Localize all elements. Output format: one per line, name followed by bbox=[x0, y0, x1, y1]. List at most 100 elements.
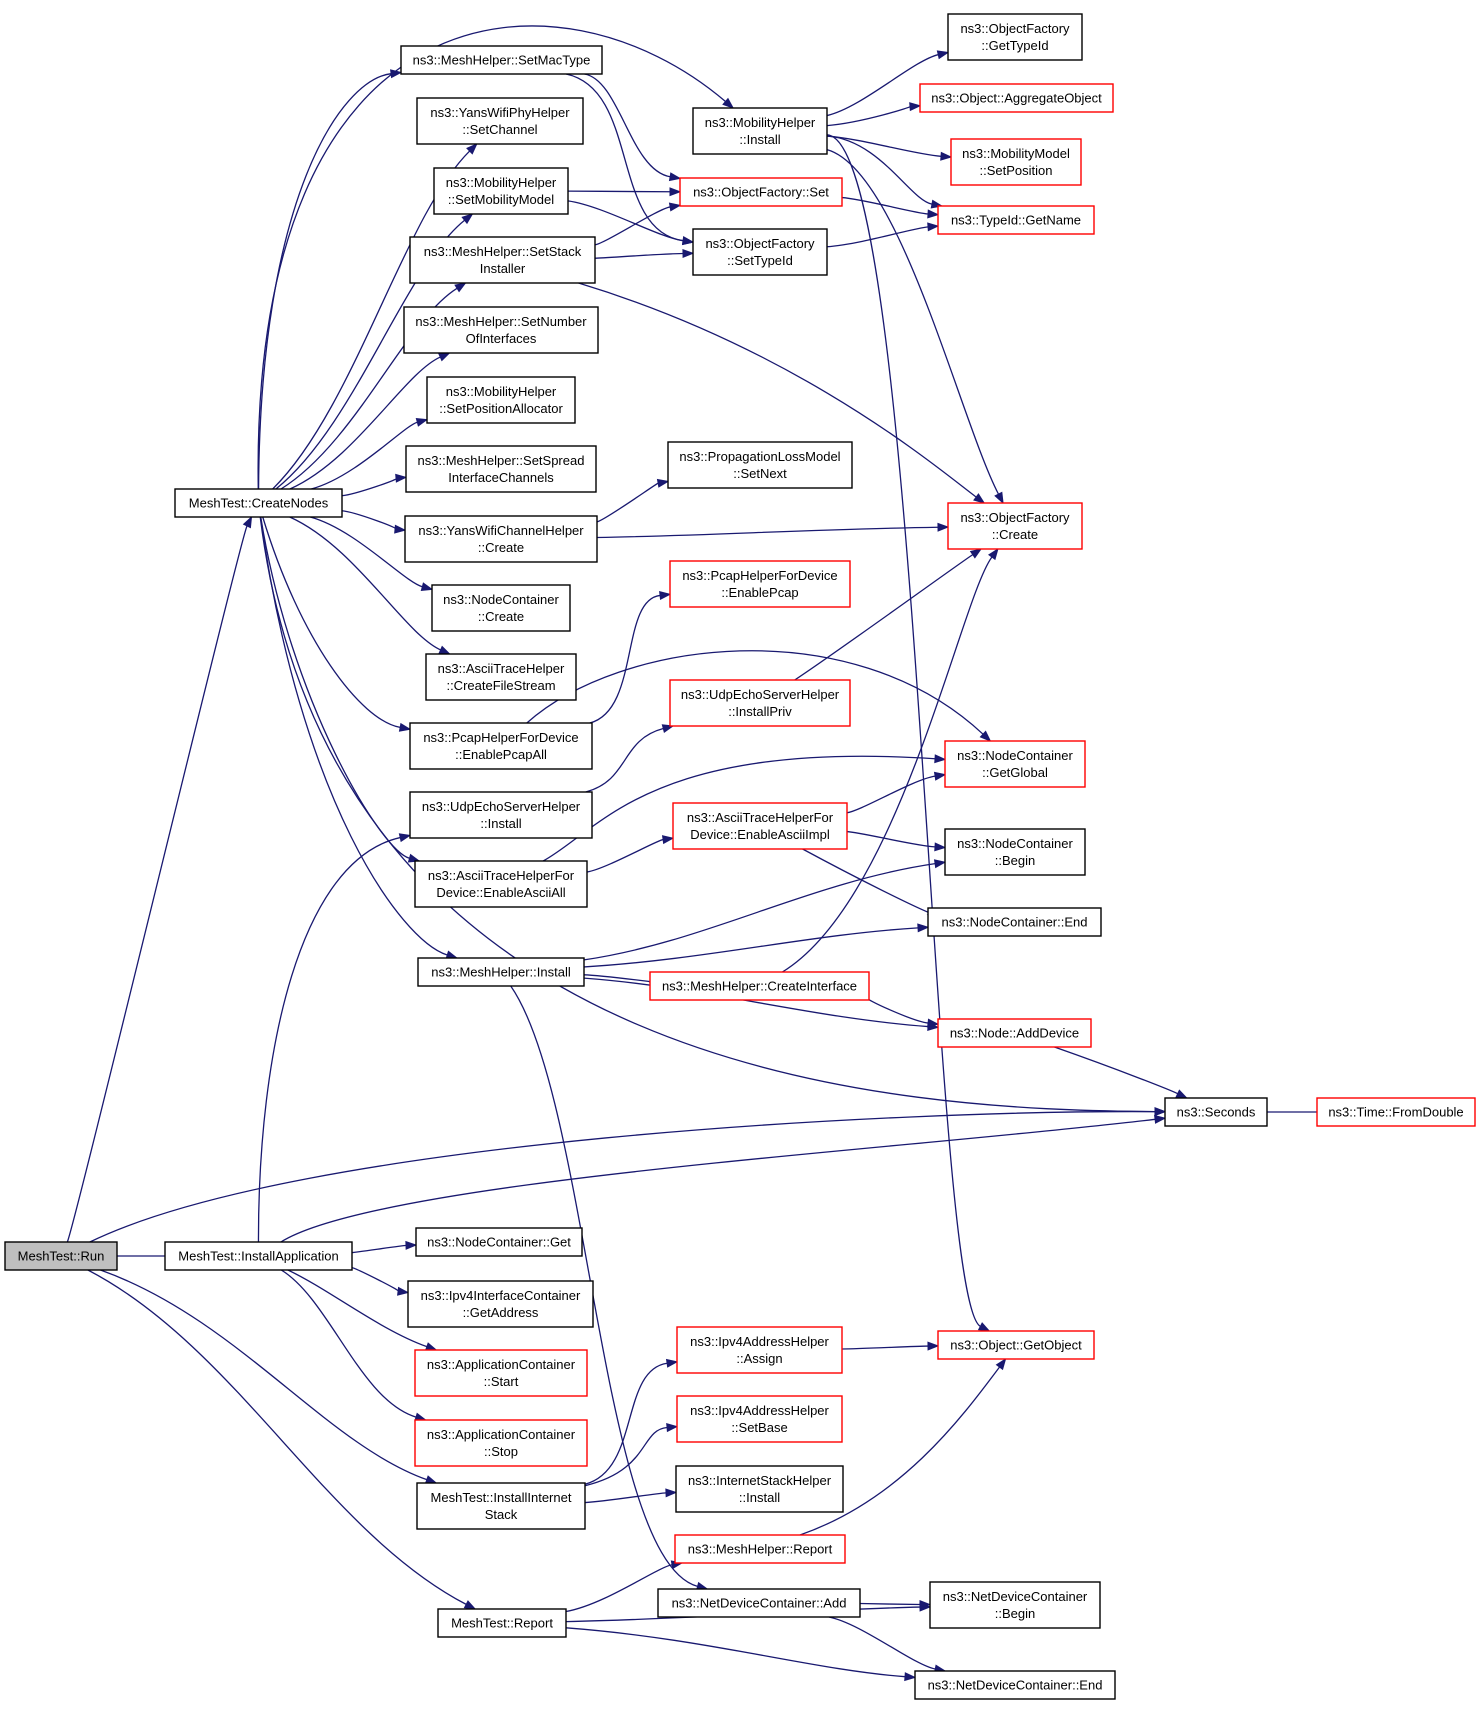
node-label: ns3::NetDeviceContainer bbox=[943, 1589, 1088, 1604]
node-label: ns3::MeshHelper::Install bbox=[431, 965, 571, 980]
node-udpinstall[interactable]: ns3::UdpEchoServerHelper::Install bbox=[409, 791, 593, 839]
node-asciifile[interactable]: ns3::AsciiTraceHelper::CreateFileStream bbox=[425, 653, 577, 701]
edge-meshinstall-to-ncend bbox=[583, 923, 930, 968]
node-typeidgetname[interactable]: ns3::TypeId::GetName bbox=[937, 205, 1095, 235]
edge-installapp-to-appstart bbox=[287, 1269, 438, 1351]
node-mobinstall[interactable]: ns3::MobilityHelper::Install bbox=[692, 107, 828, 155]
node-label: ns3::AsciiTraceHelperFor bbox=[428, 868, 575, 883]
node-meshinstall[interactable]: ns3::MeshHelper::Install bbox=[417, 957, 585, 987]
node-udpinstallpriv[interactable]: ns3::UdpEchoServerHelper::InstallPriv bbox=[669, 679, 851, 727]
node-ncend[interactable]: ns3::NodeContainer::End bbox=[927, 907, 1102, 937]
node-ipv4setbase[interactable]: ns3::Ipv4AddressHelper::SetBase bbox=[676, 1395, 843, 1443]
node-box bbox=[433, 167, 569, 215]
node-ncget[interactable]: ns3::NodeContainer::Get bbox=[415, 1227, 583, 1257]
node-nodeadddev[interactable]: ns3::Node::AddDevice bbox=[937, 1018, 1092, 1048]
node-run[interactable]: MeshTest::Run bbox=[4, 1241, 118, 1271]
arrow-head bbox=[242, 515, 253, 529]
node-createnodes[interactable]: MeshTest::CreateNodes bbox=[174, 488, 343, 518]
edge-line bbox=[542, 755, 936, 862]
node-ipv4assign[interactable]: ns3::Ipv4AddressHelper::Assign bbox=[676, 1326, 843, 1374]
node-report[interactable]: MeshTest::Report bbox=[437, 1608, 567, 1638]
node-setposalloc[interactable]: ns3::MobilityHelper::SetPositionAllocato… bbox=[426, 376, 576, 424]
edge-createnodes-to-seconds bbox=[259, 516, 1167, 1117]
node-meshreport[interactable]: ns3::MeshHelper::Report bbox=[674, 1534, 846, 1564]
node-box bbox=[676, 1326, 843, 1374]
node-box bbox=[937, 1018, 1092, 1048]
node-appstart[interactable]: ns3::ApplicationContainer::Start bbox=[414, 1349, 588, 1397]
node-aggregate[interactable]: ns3::Object::AggregateObject bbox=[919, 83, 1114, 113]
node-mmsetpos[interactable]: ns3::MobilityModel::SetPosition bbox=[950, 138, 1082, 186]
node-label: MeshTest::InstallInternet bbox=[431, 1490, 572, 1505]
node-asciiimpl[interactable]: ns3::AsciiTraceHelperForDevice::EnableAs… bbox=[672, 802, 848, 850]
edge-line bbox=[351, 1244, 407, 1254]
node-box bbox=[1316, 1097, 1476, 1127]
edge-setmactype-to-ofsettypeid bbox=[565, 73, 695, 246]
edge-line bbox=[596, 526, 939, 539]
node-box bbox=[947, 502, 1083, 550]
node-asciiall[interactable]: ns3::AsciiTraceHelperForDevice::EnableAs… bbox=[414, 860, 588, 908]
edge-installapp-to-ncget bbox=[351, 1240, 418, 1254]
node-ncgetglobal[interactable]: ns3::NodeContainer::GetGlobal bbox=[944, 740, 1086, 788]
node-ndcbegin[interactable]: ns3::NetDeviceContainer::Begin bbox=[929, 1581, 1101, 1629]
node-createif[interactable]: ns3::MeshHelper::CreateInterface bbox=[649, 971, 870, 1001]
node-label: ns3::Object::AggregateObject bbox=[931, 91, 1102, 106]
node-setmactype[interactable]: ns3::MeshHelper::SetMacType bbox=[400, 45, 603, 75]
arrow-head bbox=[407, 853, 421, 863]
node-label: Stack bbox=[485, 1507, 518, 1522]
node-inetinstall[interactable]: ns3::InternetStackHelper::Install bbox=[675, 1465, 844, 1513]
node-ncbegin[interactable]: ns3::NodeContainer::Begin bbox=[944, 828, 1086, 876]
node-ofsettypeid[interactable]: ns3::ObjectFactory::SetTypeId bbox=[692, 228, 828, 276]
node-label: ::Create bbox=[478, 609, 524, 624]
node-label: ::SetNext bbox=[733, 466, 787, 481]
node-box bbox=[4, 1241, 118, 1271]
node-setspread[interactable]: ns3::MeshHelper::SetSpreadInterfaceChann… bbox=[405, 445, 597, 493]
node-pcapenable[interactable]: ns3::PcapHelperForDevice::EnablePcap bbox=[669, 560, 851, 608]
arrow-head bbox=[919, 1600, 932, 1610]
node-nccreate[interactable]: ns3::NodeContainer::Create bbox=[431, 584, 571, 632]
edge-mobinstall-to-typeidgetname bbox=[826, 135, 944, 209]
node-propsetnext[interactable]: ns3::PropagationLossModel::SetNext bbox=[667, 441, 853, 489]
node-label: ::Assign bbox=[736, 1351, 782, 1366]
arrow-head bbox=[466, 143, 478, 155]
node-yanssetchannel[interactable]: ns3::YansWifiPhyHelper::SetChannel bbox=[416, 97, 584, 145]
node-ofgettypeid[interactable]: ns3::ObjectFactory::GetTypeId bbox=[947, 13, 1083, 61]
edge-meshinstall-to-ncbegin bbox=[583, 859, 947, 961]
node-ipv4getaddr[interactable]: ns3::Ipv4InterfaceContainer::GetAddress bbox=[407, 1280, 594, 1328]
node-installapp[interactable]: MeshTest::InstallApplication bbox=[164, 1241, 353, 1271]
node-box bbox=[416, 97, 584, 145]
node-fromdouble[interactable]: ns3::Time::FromDouble bbox=[1316, 1097, 1476, 1127]
node-box bbox=[426, 376, 576, 424]
edge-line bbox=[259, 516, 1156, 1113]
node-label: ns3::PcapHelperForDevice bbox=[682, 568, 837, 583]
node-ofcreate[interactable]: ns3::ObjectFactory::Create bbox=[947, 502, 1083, 550]
edge-line bbox=[565, 1627, 906, 1678]
edge-installapp-to-udpinstall bbox=[257, 833, 412, 1243]
edge-line bbox=[259, 516, 448, 956]
node-label: ns3::MeshHelper::Report bbox=[688, 1542, 833, 1557]
arrow-head bbox=[1154, 1107, 1167, 1117]
arrow-head bbox=[927, 1018, 940, 1028]
node-setmobmodel[interactable]: ns3::MobilityHelper::SetMobilityModel bbox=[433, 167, 569, 215]
node-label: Device::EnableAsciiAll bbox=[436, 885, 565, 900]
node-pcapall[interactable]: ns3::PcapHelperForDevice::EnablePcapAll bbox=[409, 722, 593, 770]
node-ndcadd[interactable]: ns3::NetDeviceContainer::Add bbox=[657, 1588, 861, 1618]
node-label: ::Install bbox=[739, 1490, 780, 1505]
edge-line bbox=[260, 516, 410, 859]
arrow-head bbox=[977, 1322, 991, 1332]
node-appstop[interactable]: ns3::ApplicationContainer::Stop bbox=[414, 1419, 588, 1467]
edge-line bbox=[841, 196, 929, 215]
node-ndcend[interactable]: ns3::NetDeviceContainer::End bbox=[914, 1670, 1116, 1700]
edge-asciiall-to-ncgetglobal bbox=[542, 754, 947, 862]
node-label: ::SetChannel bbox=[462, 122, 537, 137]
node-getobject[interactable]: ns3::Object::GetObject bbox=[937, 1330, 1095, 1360]
node-yanschcreate[interactable]: ns3::YansWifiChannelHelper::Create bbox=[404, 515, 598, 563]
node-box bbox=[414, 860, 588, 908]
edge-line bbox=[826, 105, 911, 127]
node-seconds[interactable]: ns3::Seconds bbox=[1164, 1097, 1268, 1127]
node-box bbox=[425, 653, 577, 701]
node-ofset[interactable]: ns3::ObjectFactory::Set bbox=[679, 177, 843, 207]
edge-line bbox=[341, 477, 398, 497]
